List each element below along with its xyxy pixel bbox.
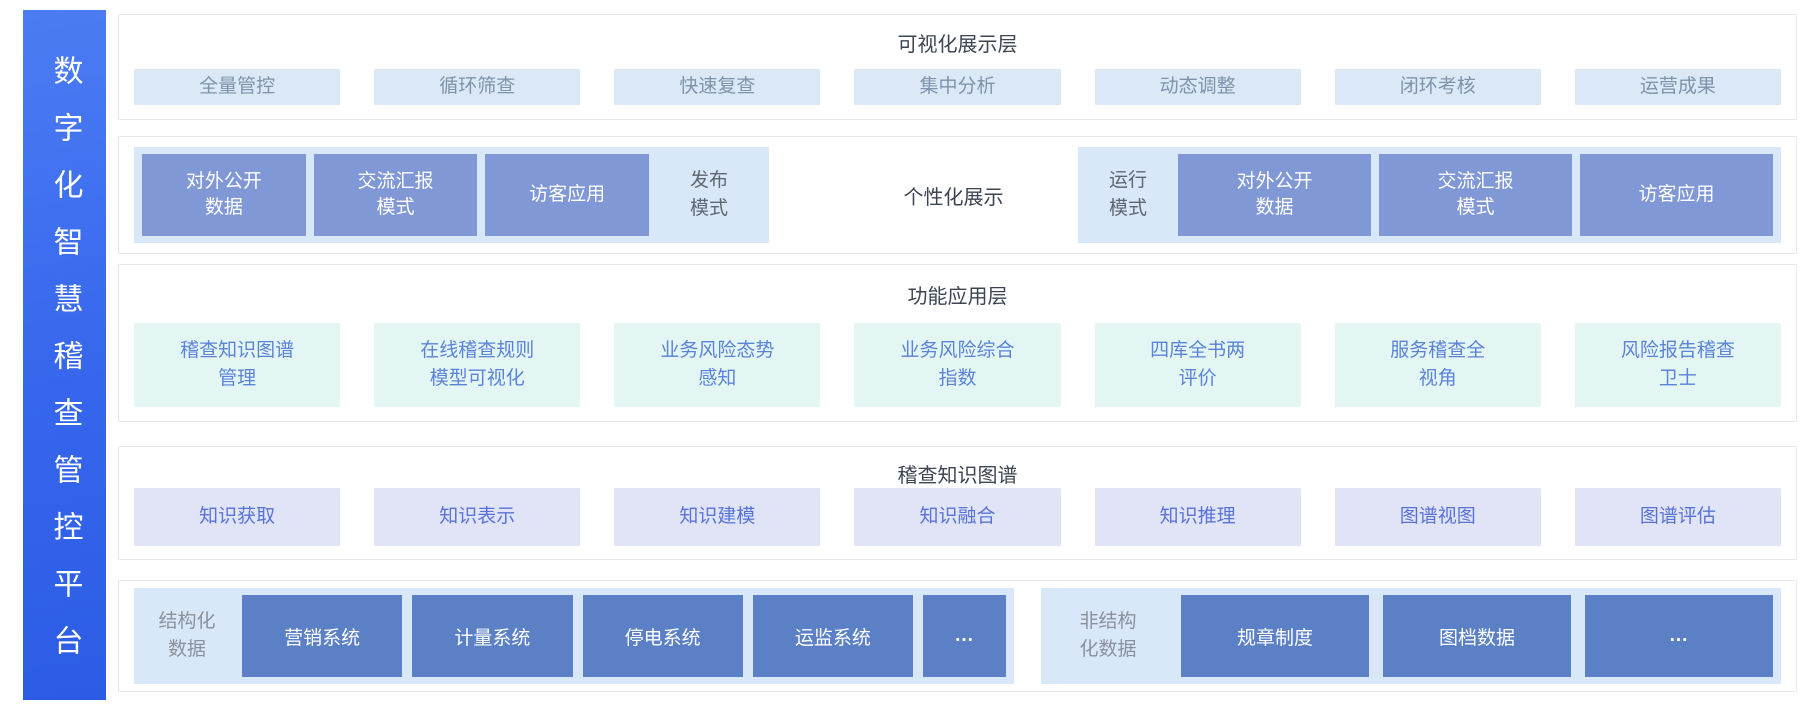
knowledge-item: 知识推理 (1094, 488, 1301, 546)
visualization-item: 全量管控 (134, 69, 341, 105)
platform-title: 数字化智慧稽查管控平台 (48, 55, 82, 682)
visualization-item: 闭环考核 (1334, 69, 1541, 105)
run-mode-item: 访客应用 (1580, 154, 1773, 236)
structured-data-item: 运监系统 (752, 595, 913, 677)
unstructured-data-more: ... (1585, 595, 1773, 677)
run-mode-item: 交流汇报 模式 (1379, 154, 1572, 236)
knowledge-item: 图谱视图 (1334, 488, 1541, 546)
layer-visualization-title: 可视化展示层 (897, 34, 1018, 56)
layer-knowledge-graph: 稽查知识图谱 知识获取 知识表示 知识建模 知识融合 知识推理 图谱视图 图谱评… (118, 446, 1797, 560)
publish-mode-group: 对外公开 数据 交流汇报 模式 访客应用 发布 模式 (134, 147, 769, 243)
visualization-item: 动态调整 (1094, 69, 1301, 105)
function-item: 风险报告稽查 卫士 (1574, 323, 1781, 407)
visualization-item: 集中分析 (854, 69, 1061, 105)
knowledge-items-row: 知识获取 知识表示 知识建模 知识融合 知识推理 图谱视图 图谱评估 (134, 488, 1781, 546)
structured-data-more: ... (923, 595, 1006, 677)
function-item: 业务风险综合 指数 (854, 323, 1061, 407)
layer-function: 功能应用层 稽查知识图谱 管理 在线稽查规则 模型可视化 业务风险态势 感知 业… (118, 264, 1797, 422)
knowledge-item: 知识表示 (374, 488, 581, 546)
publish-mode-item: 访客应用 (485, 154, 650, 236)
diagram-content: 可视化展示层 全量管控 循环筛查 快速复查 集中分析 动态调整 闭环考核 运营成… (118, 0, 1797, 692)
visualization-item: 循环筛查 (374, 69, 581, 105)
unstructured-data-label: 非结构 化数据 (1079, 610, 1137, 661)
layer-data-sources: 结构化 数据 营销系统 计量系统 停电系统 运监系统 ... 非结构 化数据 规… (118, 580, 1797, 692)
knowledge-item: 知识建模 (614, 488, 821, 546)
run-mode-label: 运行 模式 (1108, 169, 1147, 220)
function-item: 稽查知识图谱 管理 (134, 323, 341, 407)
structured-data-item: 停电系统 (582, 595, 743, 677)
layer-visualization: 可视化展示层 全量管控 循环筛查 快速复查 集中分析 动态调整 闭环考核 运营成… (118, 14, 1797, 120)
function-item: 四库全书两 评价 (1094, 323, 1301, 407)
layer-knowledge-graph-title: 稽查知识图谱 (897, 465, 1018, 487)
publish-mode-item: 交流汇报 模式 (313, 154, 478, 236)
layer-display-modes: 对外公开 数据 交流汇报 模式 访客应用 发布 模式 个性化展示 运行 模式 对… (118, 136, 1797, 254)
layer-function-title: 功能应用层 (907, 286, 1008, 308)
run-mode-item: 对外公开 数据 (1178, 154, 1371, 236)
run-mode-group: 运行 模式 对外公开 数据 交流汇报 模式 访客应用 (1078, 147, 1781, 243)
structured-data-label: 结构化 数据 (158, 610, 216, 661)
visualization-item: 快速复查 (614, 69, 821, 105)
visualization-items-row: 全量管控 循环筛查 快速复查 集中分析 动态调整 闭环考核 运营成果 (134, 69, 1781, 105)
publish-mode-label: 发布 模式 (690, 169, 729, 220)
structured-data-item: 营销系统 (242, 595, 403, 677)
publish-mode-item: 对外公开 数据 (142, 154, 306, 236)
function-item: 在线稽查规则 模型可视化 (374, 323, 581, 407)
structured-data-item: 计量系统 (412, 595, 573, 677)
knowledge-item: 知识融合 (854, 488, 1061, 546)
unstructured-data-item: 图档数据 (1383, 595, 1571, 677)
unstructured-data-group: 非结构 化数据 规章制度 图档数据 ... (1041, 588, 1781, 684)
knowledge-item: 知识获取 (134, 488, 341, 546)
function-item: 业务风险态势 感知 (614, 323, 821, 407)
knowledge-item: 图谱评估 (1574, 488, 1781, 546)
visualization-item: 运营成果 (1574, 69, 1781, 105)
function-items-row: 稽查知识图谱 管理 在线稽查规则 模型可视化 业务风险态势 感知 业务风险综合 … (134, 323, 1781, 407)
structured-data-group: 结构化 数据 营销系统 计量系统 停电系统 运监系统 ... (134, 588, 1014, 684)
personalized-display-label: 个性化展示 (903, 186, 1004, 209)
unstructured-data-item: 规章制度 (1181, 595, 1369, 677)
platform-sidebar: 数字化智慧稽查管控平台 (23, 10, 106, 700)
function-item: 服务稽查全 视角 (1334, 323, 1541, 407)
